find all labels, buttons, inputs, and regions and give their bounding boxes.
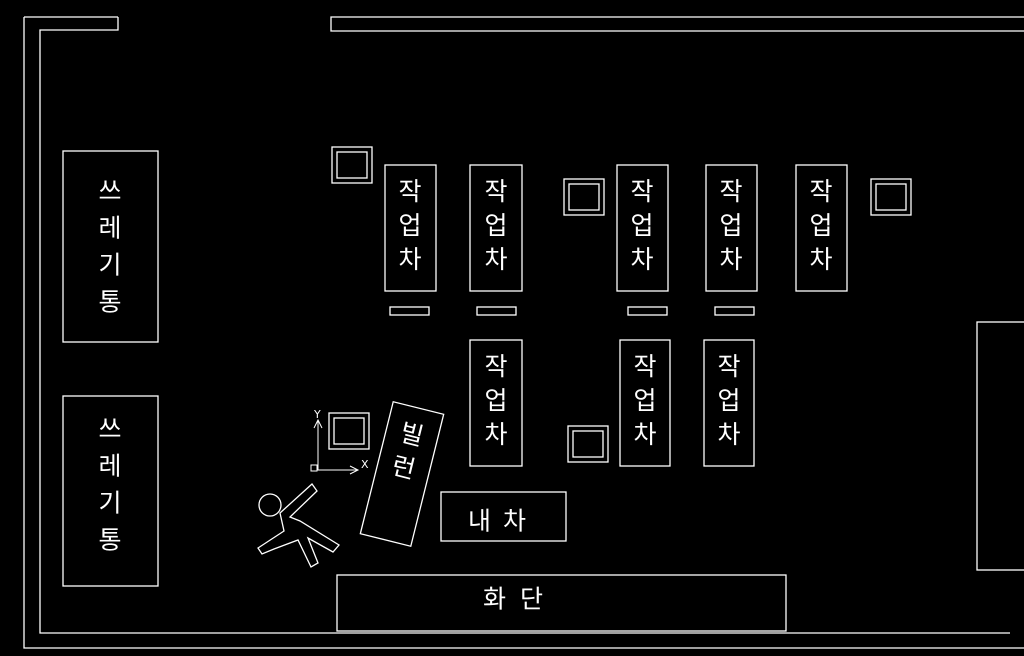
ucs-x-label: X xyxy=(361,458,369,471)
square-object-3 xyxy=(870,178,912,216)
person-figure xyxy=(257,483,340,568)
square-object-2 xyxy=(563,178,605,216)
right-side-door xyxy=(976,321,1024,571)
outer-wall-top-right-segment xyxy=(330,16,1024,32)
wheel-stopper-4 xyxy=(714,306,755,316)
my-car-label: 내차 xyxy=(468,507,538,536)
square-object-5 xyxy=(328,412,370,450)
ucs-y-label: Y xyxy=(313,408,321,421)
inner-wall-left-segment xyxy=(23,17,1024,649)
flower-bed-label: 화단 xyxy=(483,585,557,614)
wheel-stopper-2 xyxy=(476,306,517,316)
square-object-1 xyxy=(331,146,373,184)
wheel-stopper-1 xyxy=(389,306,430,316)
my-car: 내차 xyxy=(440,491,567,542)
villain-car: 빌런 xyxy=(359,400,445,548)
outer-wall-left-segment xyxy=(39,17,1010,634)
villain-car-label: 빌런 xyxy=(389,417,427,484)
flower-bed: 화단 xyxy=(336,574,787,632)
ucs-axis-icon: Y X xyxy=(310,408,369,475)
wheel-stopper-3 xyxy=(627,306,668,316)
square-object-4 xyxy=(567,425,609,463)
